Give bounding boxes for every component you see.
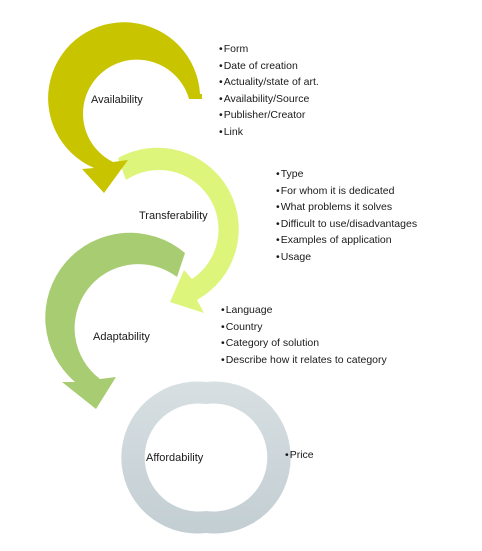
availability-arrow xyxy=(48,22,200,194)
transferability-criteria-list: Type For whom it is dedicated What probl… xyxy=(276,166,417,265)
list-item: Availability/Source xyxy=(219,91,319,108)
list-item: Form xyxy=(219,41,319,58)
list-item: Link xyxy=(219,124,319,141)
list-item: Date of creation xyxy=(219,58,319,75)
adaptability-criteria-list: Language Country Category of solution De… xyxy=(221,302,387,368)
stage-label-transferability: Transferability xyxy=(139,210,208,222)
list-item: Usage xyxy=(276,249,417,266)
list-item: For whom it is dedicated xyxy=(276,183,417,200)
affordability-criteria-list: Price xyxy=(285,447,314,464)
list-item: Type xyxy=(276,166,417,183)
list-item: Language xyxy=(221,302,387,319)
availability-arc-end xyxy=(189,94,202,99)
list-item: Publisher/Creator xyxy=(219,107,319,124)
stage-label-affordability: Affordability xyxy=(146,452,204,464)
stage-label-availability: Availability xyxy=(91,94,143,106)
adaptability-arrow xyxy=(45,232,186,409)
availability-criteria-list: Form Date of creation Actuality/state of… xyxy=(219,41,319,140)
list-item: Price xyxy=(285,447,314,464)
list-item: Examples of application xyxy=(276,232,417,249)
list-item: Actuality/state of art. xyxy=(219,74,319,91)
list-item: What problems it solves xyxy=(276,199,417,216)
list-item: Country xyxy=(221,319,387,336)
list-item: Describe how it relates to category xyxy=(221,352,387,369)
list-item: Difficult to use/disadvantages xyxy=(276,216,417,233)
stage-label-adaptability: Adaptability xyxy=(93,331,150,343)
list-item: Category of solution xyxy=(221,335,387,352)
transferability-arrow xyxy=(118,147,239,313)
